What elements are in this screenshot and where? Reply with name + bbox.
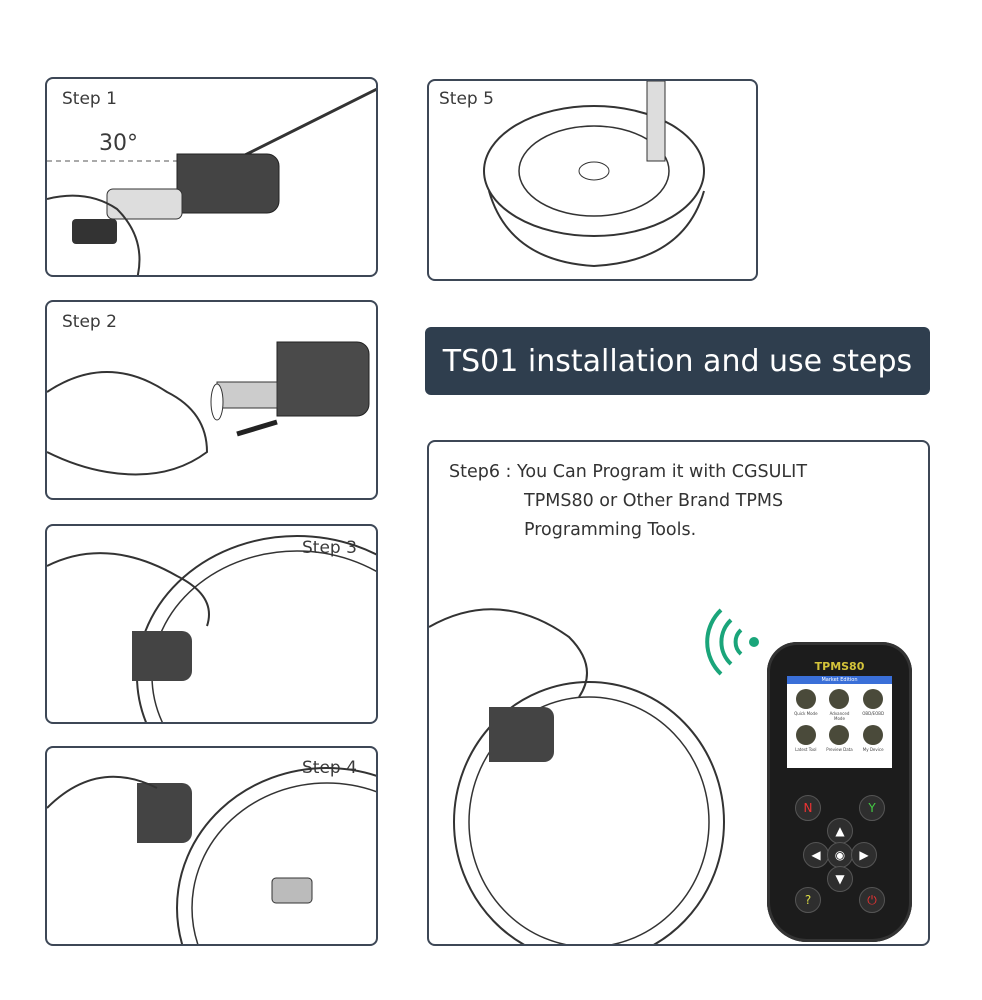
step6-panel: Step6 : You Can Program it with CGSULIT … (427, 440, 930, 946)
valve-assembly-illustration (47, 341, 370, 476)
left-button[interactable]: ◀ (803, 842, 829, 868)
tighten-valve-illustration (47, 767, 376, 944)
step3-panel: Step 3 (45, 524, 378, 724)
step5-panel: Step 5 (427, 79, 758, 281)
step6-line3: Programming Tools. (524, 520, 697, 540)
step5-label: Step 5 (439, 89, 494, 109)
step6-text: Step6 : You Can Program it with CGSULIT … (449, 458, 807, 545)
menu-latest-tool[interactable]: Latest Tool (790, 723, 822, 752)
step6-label: Step6 : (449, 462, 512, 482)
insert-sensor-illustration (47, 535, 376, 722)
power-button[interactable]: ⏻ (859, 887, 885, 913)
y-button[interactable]: Y (859, 795, 885, 821)
step3-label: Step 3 (302, 538, 357, 558)
step1-label: Step 1 (62, 89, 117, 109)
tpms80-device: TPMS80 Market Edition Quick Mode Advance… (767, 642, 912, 942)
center-button[interactable]: ◉ (827, 842, 853, 868)
menu-quick-mode[interactable]: Quick Mode (790, 687, 822, 721)
screen-header: Market Edition (787, 676, 892, 684)
step4-panel: Step 4 (45, 746, 378, 946)
menu-advanced-mode[interactable]: Advanced Mode (824, 687, 856, 721)
menu-obd[interactable]: OBD/EOBD (857, 687, 889, 721)
tire-mounting-illustration (483, 81, 705, 268)
page-title: TS01 installation and use steps (425, 327, 930, 395)
menu-my-device[interactable]: My Device (857, 723, 889, 752)
sensor-screwdriver-illustration (47, 87, 376, 275)
help-button[interactable]: ? (795, 887, 821, 913)
right-button[interactable]: ▶ (851, 842, 877, 868)
step1-panel: Step 1 30° (45, 77, 378, 277)
up-button[interactable]: ▲ (827, 818, 853, 844)
angle-label: 30° (99, 131, 138, 156)
programming-illustration (429, 608, 759, 944)
step2-label: Step 2 (62, 312, 117, 332)
wireless-signal-icon (705, 608, 759, 676)
n-button[interactable]: N (795, 795, 821, 821)
step6-line2: TPMS80 or Other Brand TPMS (524, 491, 784, 511)
down-button[interactable]: ▼ (827, 866, 853, 892)
step6-line1: You Can Program it with CGSULIT (517, 462, 808, 482)
step2-panel: Step 2 (45, 300, 378, 500)
menu-preview-data[interactable]: Preview Data (824, 723, 856, 752)
device-screen: Market Edition Quick Mode Advanced Mode … (787, 676, 892, 768)
device-brand: TPMS80 (814, 660, 865, 673)
